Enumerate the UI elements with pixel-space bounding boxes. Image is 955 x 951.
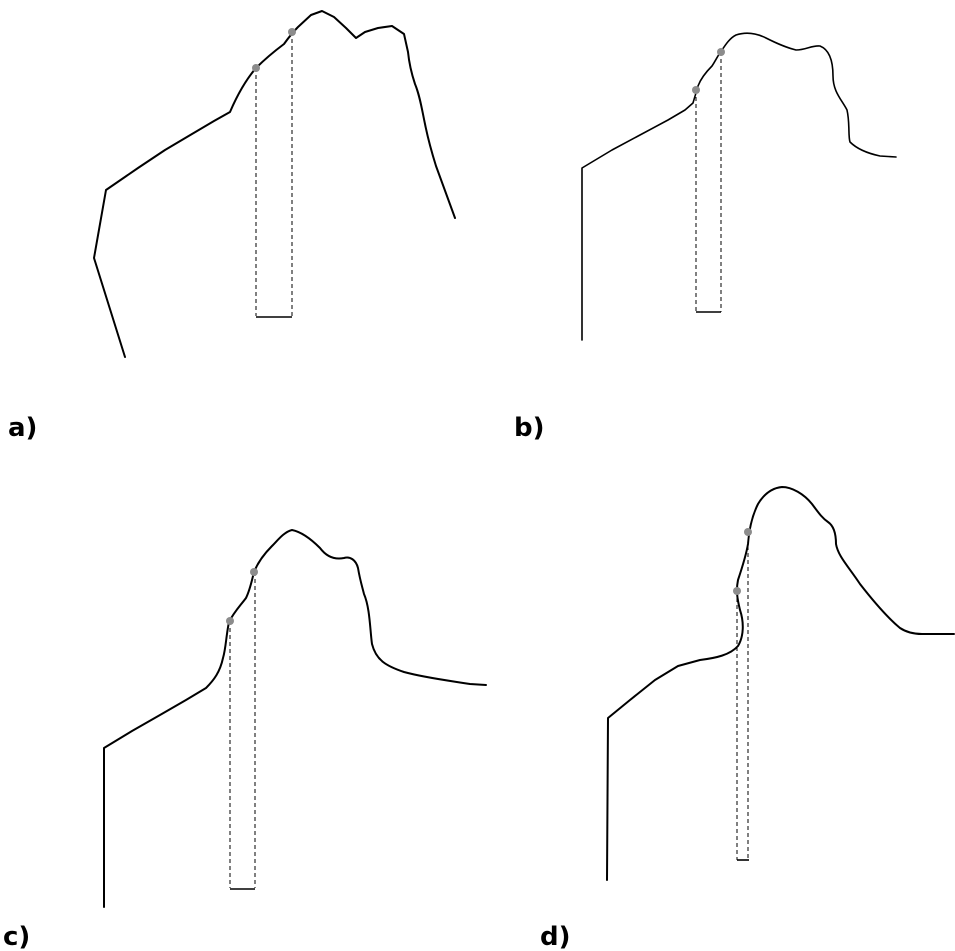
panel-a-landmark-lower: [252, 64, 260, 72]
panel-a-profile-outline: [93, 10, 456, 358]
panel-c-landmark-lower: [226, 617, 234, 625]
panel-b-landmark-upper: [717, 48, 725, 56]
panel-b-landmark-lower: [692, 86, 700, 94]
panel-b-label: b): [514, 413, 545, 443]
panel-a-label: a): [8, 413, 37, 443]
panel-d-profile-outline: [606, 486, 955, 881]
panel-d-label: d): [540, 922, 571, 951]
panel-b-profile-outline: [581, 32, 897, 341]
panel-d-landmark-upper: [744, 528, 752, 536]
panel-c-label: c): [3, 922, 30, 951]
panel-a-landmark-upper: [288, 28, 296, 36]
panel-c-landmark-upper: [250, 568, 258, 576]
panel-d: d): [540, 486, 955, 951]
panel-d-landmark-lower: [733, 587, 741, 595]
panel-c: c): [3, 529, 487, 951]
panel-b: b): [514, 32, 897, 443]
panel-c-profile-outline: [103, 529, 487, 908]
panel-a: a): [8, 10, 456, 443]
